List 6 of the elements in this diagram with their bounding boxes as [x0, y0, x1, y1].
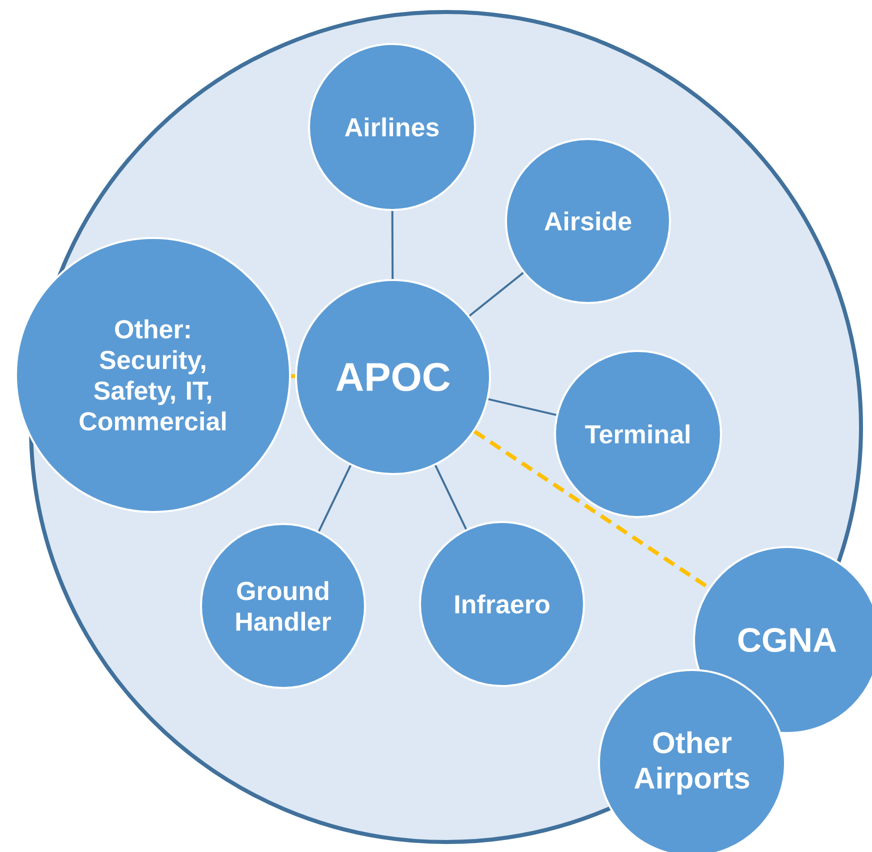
connector-line — [488, 398, 556, 416]
connector-line — [434, 464, 467, 530]
connector-line — [391, 210, 394, 279]
connector-line — [318, 464, 352, 532]
connector-line — [468, 272, 524, 317]
connector-line — [290, 374, 296, 378]
